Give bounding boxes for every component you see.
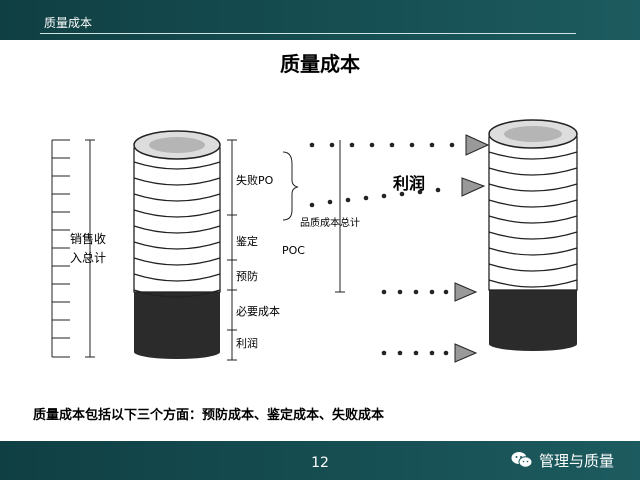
header-title: 质量成本 xyxy=(44,16,93,30)
slide-title: 质量成本 xyxy=(280,52,360,76)
header-bar: 质量成本 xyxy=(0,0,640,40)
profit-small-label: 利润 xyxy=(236,336,258,350)
prevention-cost-label: 预防 xyxy=(236,269,258,283)
poc-label: POC xyxy=(282,244,305,257)
necessary-cost-label: 必要成本 xyxy=(236,304,280,318)
brand-badge: 管理与质量 xyxy=(511,449,614,471)
footer-bar xyxy=(0,441,640,480)
brand-name: 管理与质量 xyxy=(538,451,614,470)
profit-large-label: 利润 xyxy=(393,174,425,193)
left-coin-stack xyxy=(133,130,221,359)
dotted-arrows xyxy=(309,134,490,363)
caption: 质量成本包括以下三个方面：预防成本、鉴定成本、失败成本 xyxy=(33,408,385,423)
page-number: 12 xyxy=(311,455,329,471)
arrow-necessary xyxy=(381,282,478,302)
header-divider xyxy=(40,33,576,34)
failure-cost-label: 失败PO xyxy=(236,173,274,187)
arrow-bottom xyxy=(381,343,478,363)
arrow-profit xyxy=(309,177,486,208)
sales-label-line1: 销售收 xyxy=(70,231,106,246)
quality-cost-total-label: 品质成本总计 xyxy=(300,216,360,229)
sales-ruler xyxy=(51,139,95,358)
right-coin-stack xyxy=(488,119,578,351)
appraisal-cost-label: 鉴定 xyxy=(236,234,258,248)
wechat-icon xyxy=(511,452,533,468)
arrow-top xyxy=(309,134,490,156)
sales-label-line2: 入总计 xyxy=(70,251,106,265)
quality-cost-diagram: 销售收 入总计 xyxy=(51,119,578,363)
cost-brace xyxy=(227,139,345,361)
